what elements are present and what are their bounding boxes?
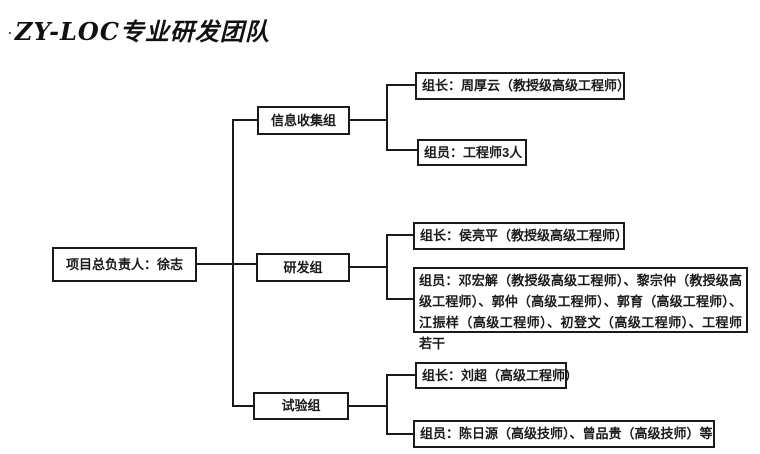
connector-bracket2-vertical bbox=[386, 234, 388, 300]
connector-root-horizontal bbox=[197, 263, 256, 265]
branch-node-label: 信息收集组 bbox=[270, 112, 336, 128]
page-title: .ZY-LOC专业研发团队 bbox=[8, 12, 270, 47]
leaf-node-label: 组长：侯亮平（教授级高级工程师） bbox=[420, 228, 629, 244]
connector-branch2-right bbox=[350, 266, 388, 268]
branch-node-test: 试验组 bbox=[253, 392, 349, 420]
leaf-node-label: 组长：刘超（高级工程师） bbox=[422, 367, 579, 383]
leaf-node-label: 组长：周厚云（教授级高级工程师） bbox=[422, 78, 631, 94]
connector-branch1-right bbox=[350, 119, 388, 121]
connector-bracket1-vertical bbox=[386, 84, 388, 151]
connector-main-vertical bbox=[232, 119, 234, 407]
branch-node-label: 试验组 bbox=[281, 398, 321, 414]
page-title-text: ZY-LOC专业研发团队 bbox=[14, 17, 270, 46]
leaf-node-info-leader: 组长：周厚云（教授级高级工程师） bbox=[415, 72, 630, 100]
leaf-node-label: 组员：邓宏解（教授级高级工程师）、黎宗仲（教授级高级工程师）、郭仲（高级工程师）… bbox=[419, 273, 742, 351]
root-node: 项目总负责人：徐志 bbox=[52, 247, 197, 282]
branch-node-rnd: 研发组 bbox=[256, 253, 350, 282]
leaf-node-rnd-members: 组员：邓宏解（教授级高级工程师）、黎宗仲（教授级高级工程师）、郭仲（高级工程师）… bbox=[413, 267, 748, 351]
connector-leaf3a-stub bbox=[386, 374, 415, 376]
connector-branch3-stub bbox=[232, 405, 253, 407]
branch-node-label: 研发组 bbox=[283, 259, 323, 275]
connector-leaf1a-stub bbox=[386, 84, 415, 86]
root-node-label: 项目总负责人：徐志 bbox=[65, 256, 183, 272]
leaf-node-label: 组员：工程师3人 bbox=[424, 144, 523, 160]
connector-branch1-stub bbox=[232, 119, 257, 121]
leaf-node-info-members: 组员：工程师3人 bbox=[417, 139, 527, 166]
branch-node-info-collection: 信息收集组 bbox=[257, 106, 350, 135]
connector-leaf2b-stub bbox=[386, 298, 413, 300]
connector-leaf1b-stub bbox=[386, 149, 417, 151]
connector-branch3-right bbox=[349, 405, 388, 407]
connector-leaf3b-stub bbox=[386, 433, 413, 435]
title-leading-mark: . bbox=[8, 24, 13, 37]
leaf-node-test-members: 组员：陈日源（高级技师）、曾品贵（高级技师）等 bbox=[413, 420, 715, 448]
connector-leaf2a-stub bbox=[386, 234, 413, 236]
leaf-node-label: 组员：陈日源（高级技师）、曾品贵（高级技师）等 bbox=[420, 426, 713, 442]
connector-bracket3-vertical bbox=[386, 374, 388, 435]
leaf-node-test-leader: 组长：刘超（高级工程师） bbox=[415, 362, 578, 389]
leaf-node-rnd-leader: 组长：侯亮平（教授级高级工程师） bbox=[413, 222, 629, 250]
